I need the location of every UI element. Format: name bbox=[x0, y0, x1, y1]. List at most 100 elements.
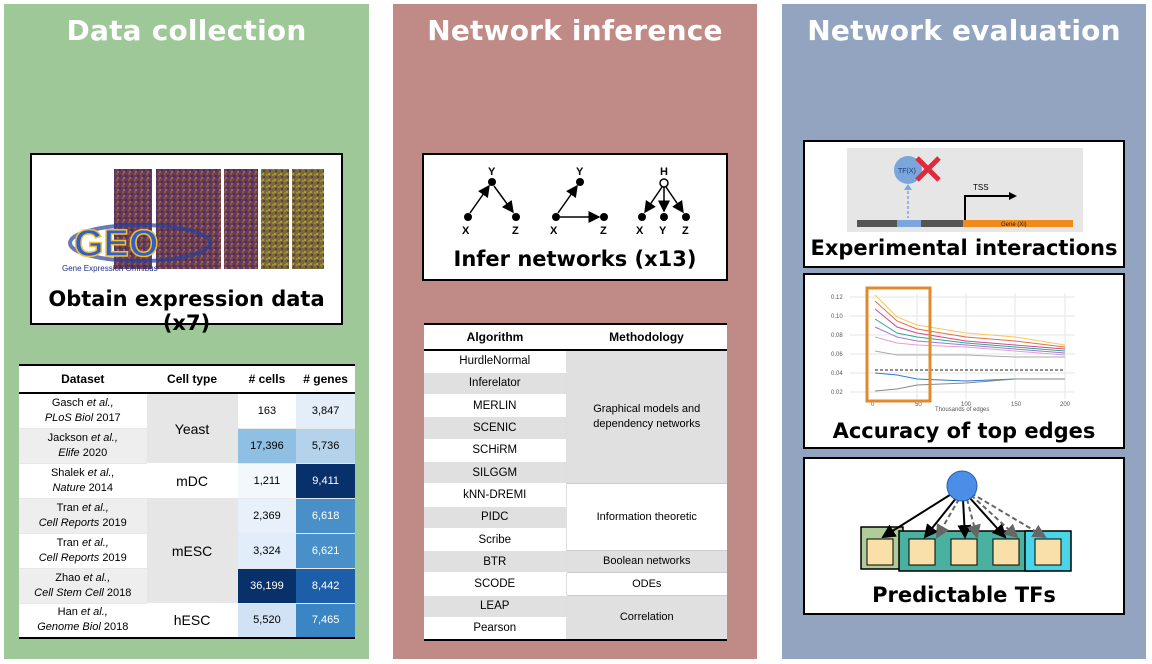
table-row: Zhao et al.,Cell Stem Cell 2018 36,199 8… bbox=[19, 568, 355, 604]
svg-text:0.08: 0.08 bbox=[831, 333, 843, 339]
svg-text:0.12: 0.12 bbox=[831, 295, 843, 301]
accuracy-mini-chart: 0.12 0.10 0.08 0.06 0.04 0.02 0 50 100 1… bbox=[831, 286, 1075, 413]
mini-chart-grid bbox=[850, 293, 1075, 399]
svg-text:X: X bbox=[636, 225, 644, 237]
infer-networks-caption: Infer networks (x13) bbox=[453, 247, 697, 271]
svg-text:Gene Expression Omnibus: Gene Expression Omnibus bbox=[62, 264, 158, 273]
algorithm-name: Inferelator bbox=[424, 372, 566, 396]
dataset-cell: Han et al.,Genome Biol 2018 bbox=[19, 603, 147, 639]
tf-binding-diagram: TF(X) Gene (Xi) TSS bbox=[847, 148, 1083, 232]
dataset-cell: Shalek et al.,Nature 2014 bbox=[19, 463, 147, 499]
algorithm-table: Algorithm Methodology HurdleNormal Graph… bbox=[424, 323, 727, 641]
geo-logo: GEO Gene Expression Omnibus bbox=[62, 222, 212, 273]
genes-count: 3,847 bbox=[296, 393, 355, 429]
svg-text:0.02: 0.02 bbox=[831, 390, 843, 396]
tss-arrow-icon bbox=[964, 192, 1017, 220]
algorithm-name: SILGGM bbox=[424, 461, 566, 485]
genes-count: 9,411 bbox=[296, 463, 355, 499]
table-row: Han et al.,Genome Biol 2018 hESC 5,520 7… bbox=[19, 603, 355, 639]
svg-text:Y: Y bbox=[488, 166, 496, 178]
network-motifs-diagram: Y X Z Y X Z H bbox=[462, 166, 690, 237]
header-dataset: Dataset bbox=[19, 365, 147, 394]
table-row: Shalek et al.,Nature 2014 mDC 1,211 9,41… bbox=[19, 463, 355, 499]
data-collection-title: Data collection bbox=[66, 14, 307, 47]
svg-text:Y: Y bbox=[576, 166, 584, 178]
svg-text:0.06: 0.06 bbox=[831, 352, 843, 358]
table-row: kNN-DREMI Information theoretic bbox=[424, 483, 727, 551]
algorithm-name: BTR bbox=[424, 550, 566, 574]
cells-count: 36,199 bbox=[237, 568, 297, 604]
svg-text:Gene (Xi): Gene (Xi) bbox=[1001, 222, 1027, 228]
experimental-interactions-caption: Experimental interactions bbox=[810, 236, 1118, 260]
table-row: Tran et al.,Cell Reports 2019 3,324 6,62… bbox=[19, 533, 355, 569]
algorithm-name: Scribe bbox=[424, 528, 566, 552]
table-row: SCENIC bbox=[424, 416, 727, 440]
dataset-table-header: Dataset Cell type # cells # genes bbox=[19, 365, 355, 394]
table-row: BTR Boolean networks bbox=[424, 550, 727, 574]
header-algorithm: Algorithm bbox=[424, 324, 566, 351]
table-row: Inferelator bbox=[424, 372, 727, 396]
svg-text:0: 0 bbox=[871, 402, 875, 408]
svg-text:50: 50 bbox=[915, 402, 922, 408]
motif-hidden-common-cause: H X Y Z bbox=[636, 166, 690, 237]
table-row: LEAP Correlation bbox=[424, 594, 727, 640]
knockout-x-icon bbox=[915, 156, 941, 182]
svg-text:X: X bbox=[462, 225, 470, 237]
genes-count: 5,736 bbox=[296, 428, 355, 464]
svg-text:100: 100 bbox=[961, 402, 972, 408]
predictable-tfs-caption: Predictable TFs bbox=[872, 583, 1056, 607]
algorithm-name: HurdleNormal bbox=[424, 350, 566, 373]
header-cell-type: Cell type bbox=[146, 365, 238, 394]
svg-text:200: 200 bbox=[1060, 402, 1071, 408]
table-row: MERLIN bbox=[424, 394, 727, 418]
table-row: Scribe bbox=[424, 528, 727, 552]
header-genes: # genes bbox=[296, 365, 355, 394]
predictable-tfs-diagram bbox=[860, 470, 1072, 572]
table-row: SCODE ODEs bbox=[424, 572, 727, 596]
algorithm-name: SCHiRM bbox=[424, 439, 566, 462]
dataset-cell: Tran et al.,Cell Reports 2019 bbox=[19, 533, 147, 569]
svg-text:Z: Z bbox=[600, 225, 607, 237]
algorithm-name: kNN-DREMI bbox=[424, 483, 566, 507]
heatmap-geo-image: GEO Gene Expression Omnibus bbox=[62, 169, 324, 273]
methodology-boolean: Boolean networks bbox=[565, 550, 727, 573]
algorithm-table-header: Algorithm Methodology bbox=[424, 324, 727, 351]
infer-networks-box: Y X Z Y X Z H bbox=[422, 153, 728, 281]
cells-count: 3,324 bbox=[237, 533, 297, 569]
algorithm-name: LEAP bbox=[424, 595, 566, 619]
accuracy-top-edges-box: 0.12 0.10 0.08 0.06 0.04 0.02 0 50 100 1… bbox=[803, 273, 1125, 449]
methodology-odes: ODEs bbox=[565, 572, 727, 596]
expression-data-box: GEO Gene Expression Omnibus Obtain expre… bbox=[30, 153, 343, 335]
mini-chart-lines bbox=[874, 294, 1066, 392]
network-evaluation-title: Network evaluation bbox=[807, 14, 1121, 47]
algorithm-name: Pearson bbox=[424, 617, 566, 641]
header-methodology: Methodology bbox=[566, 324, 727, 351]
svg-text:0.04: 0.04 bbox=[831, 371, 843, 377]
genes-count: 8,442 bbox=[296, 568, 355, 604]
methodology-information: Information theoretic bbox=[565, 483, 727, 551]
cells-count: 1,211 bbox=[237, 463, 297, 499]
cells-count: 17,396 bbox=[237, 428, 297, 464]
network-inference-title: Network inference bbox=[427, 14, 723, 47]
dataset-cell: Jackson et al.,Elife 2020 bbox=[19, 428, 147, 464]
motif-feedforward: Y X Z bbox=[550, 166, 608, 237]
motif-cascade: Y X Z bbox=[462, 166, 520, 237]
table-row: Tran et al.,Cell Reports 2019 mESC 2,369… bbox=[19, 498, 355, 603]
genes-count: 6,618 bbox=[296, 498, 355, 534]
tf-edges bbox=[881, 492, 1047, 539]
svg-text:Y: Y bbox=[659, 225, 667, 237]
dataset-cell: Zhao et al.,Cell Stem Cell 2018 bbox=[19, 568, 147, 604]
table-row: PIDC bbox=[424, 506, 727, 529]
mini-chart-x-ticks: 0 50 100 150 200 bbox=[871, 402, 1071, 408]
mini-chart-y-ticks: 0.12 0.10 0.08 0.06 0.04 0.02 bbox=[831, 295, 843, 396]
expression-data-caption: Obtain expression data (x7) bbox=[48, 287, 325, 335]
svg-text:Z: Z bbox=[682, 225, 689, 237]
mini-chart-xlabel: Thousands of edges bbox=[935, 407, 989, 413]
dataset-cell: Gasch et al.,PLoS Biol 2017 bbox=[19, 393, 147, 429]
svg-text:TSS: TSS bbox=[973, 183, 989, 192]
svg-text:H: H bbox=[660, 166, 668, 178]
accuracy-caption: Accuracy of top edges bbox=[832, 419, 1096, 443]
predictable-tfs-box: Predictable TFs bbox=[803, 457, 1125, 615]
